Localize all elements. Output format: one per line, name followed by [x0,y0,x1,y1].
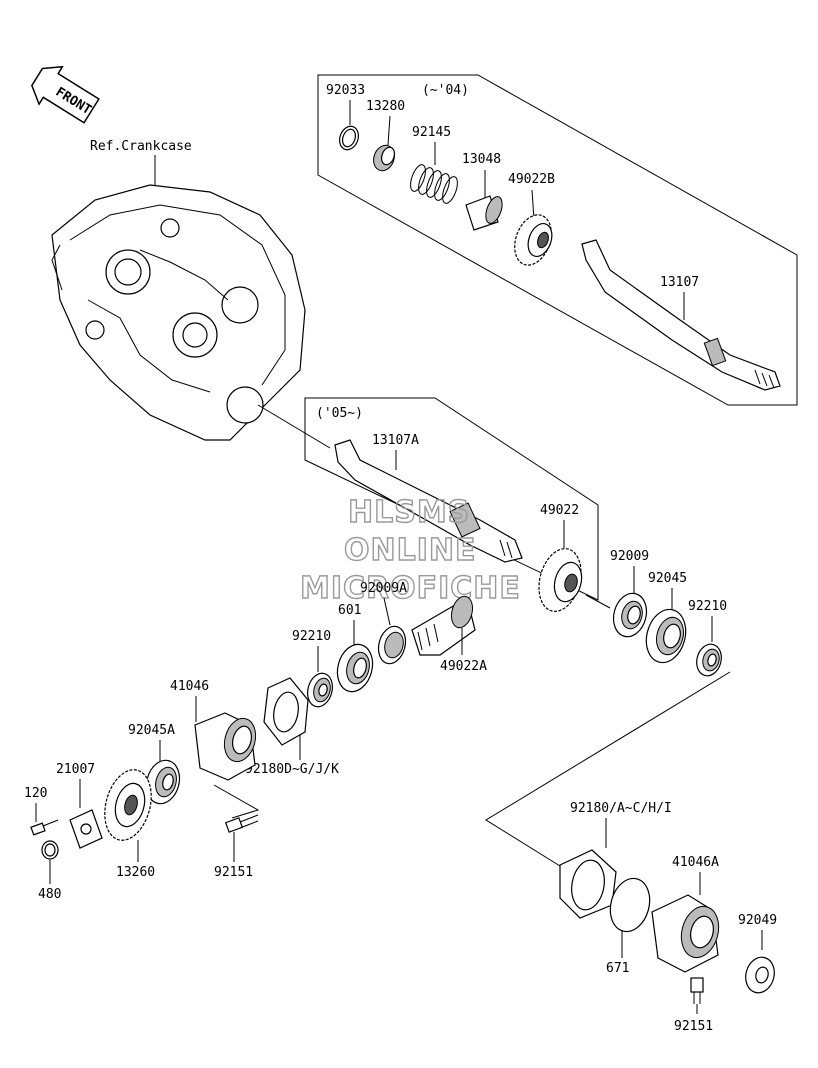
gasket-92180A [559,849,617,919]
front-arrow: FRONT [31,65,100,124]
upper-variant-box [317,74,798,406]
label-13280: 13280 [366,99,405,114]
bearing-601 [336,643,374,693]
bearing-92045A [145,759,181,805]
shaft-13107A [334,439,523,563]
label-92009A: 92009A [360,581,407,596]
label-13048: 13048 [462,152,501,167]
circlip-480 [41,840,59,860]
label-601: 601 [338,603,361,618]
label-13260: 13260 [116,865,155,880]
bolt-92151-a [224,814,259,833]
upper-variant-label: (~'04) [422,83,469,98]
watermark-line-1: HLSMS [348,495,470,530]
label-92151-a: 92151 [214,865,253,880]
screw-120 [30,819,59,836]
leader-lower-right [485,671,731,867]
gasket-92180D [263,677,309,746]
seal-92210-b [696,643,722,677]
label-671: 671 [606,961,629,976]
gear-49022B [514,214,553,266]
bearing-92045 [645,608,687,664]
label-92145: 92145 [412,125,451,140]
gear-13260 [104,769,152,841]
label-92045: 92045 [648,571,687,586]
oring-671 [609,877,651,933]
label-41046A: 41046A [672,855,719,870]
label-21007: 21007 [56,762,95,777]
plate-21007 [69,809,103,849]
bearing-92009 [612,592,648,638]
label-49022B: 49022B [508,172,555,187]
pinion-49022A [411,595,476,656]
label-49022: 49022 [540,503,579,518]
lower-variant-box [304,397,599,601]
label-120: 120 [24,786,47,801]
washer-92049 [745,956,775,994]
seal-92210-a [307,672,333,708]
lower-variant-label: ('05~) [316,406,363,421]
shaft-13107 [581,239,781,391]
watermark-line-2: ONLINE [344,533,477,568]
label-92180DG: 92180D~G/J/K [245,762,339,777]
label-480: 480 [38,887,61,902]
housing-41046 [194,712,257,781]
label-41046: 41046 [170,679,209,694]
label-92210-b: 92210 [688,599,727,614]
collar-13280 [373,144,396,172]
housing-41046A [651,894,720,973]
label-13107A: 13107A [372,433,419,448]
watermark-line-3: MICROFICHE [300,571,521,606]
label-49022A: 49022A [440,659,487,674]
label-92045A: 92045A [128,723,175,738]
label-92033: 92033 [326,83,365,98]
watermark: HLSMS ONLINE MICROFICHE [299,494,521,606]
cam-13048 [465,195,503,231]
label-92210-a: 92210 [292,629,331,644]
label-92049: 92049 [738,913,777,928]
gear-49022 [538,548,583,612]
crankcase-illustration [51,184,306,441]
label-13107: 13107 [660,275,699,290]
circlip-92033 [338,125,360,151]
crankcase-ref-label: Ref.Crankcase [90,139,192,154]
label-92151-b: 92151 [674,1019,713,1034]
bolt-92151-b [690,977,704,1004]
bearing-92009A [377,625,407,665]
label-92009: 92009 [610,549,649,564]
spring-92145 [410,164,458,204]
label-92180AI: 92180/A~C/H/I [570,801,672,816]
